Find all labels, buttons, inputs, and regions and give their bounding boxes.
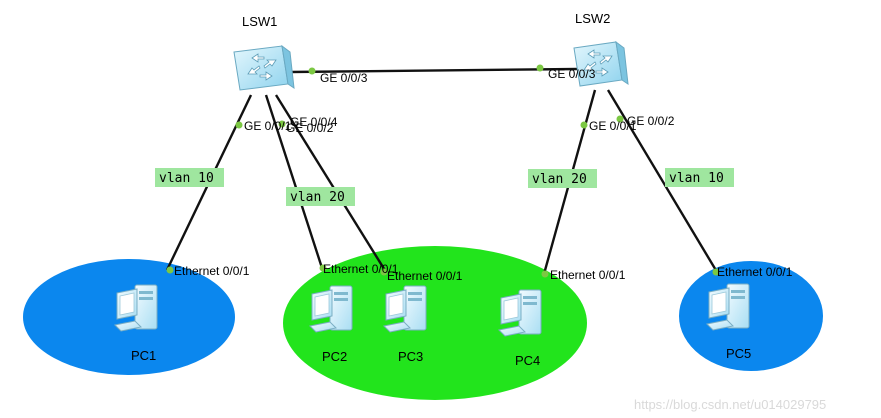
pc3-computer-icon[interactable]	[383, 285, 427, 333]
pc-label-pc2: PC2	[322, 349, 347, 364]
switch-lsw1[interactable]	[233, 44, 295, 91]
port-dot	[319, 264, 327, 272]
links	[165, 67, 719, 275]
port-label-pc2-eth: Ethernet 0/0/1	[323, 262, 399, 276]
switch-lsw2[interactable]	[573, 40, 629, 87]
pc5-zone	[679, 261, 823, 371]
port-dot	[235, 121, 243, 129]
vlan-tag-bg	[665, 168, 734, 187]
port-dot	[380, 268, 388, 276]
port-label-lsw2-ge003: GE 0/0/3	[548, 67, 596, 81]
port-label-lsw1-ge004: GE 0/0/4	[290, 115, 338, 129]
switch-arrows-icon	[583, 49, 613, 77]
port-label-lsw2-ge001: GE 0/0/1	[589, 119, 637, 133]
pc2-computer-icon[interactable]	[309, 285, 353, 333]
pc1-computer-icon[interactable]	[114, 284, 158, 332]
vlan-tag-bg	[155, 168, 224, 187]
port-dot	[166, 266, 174, 274]
port-label-lsw1-ge002: GE 0/0/2	[286, 121, 334, 135]
link-lsw1-lsw2[interactable]	[289, 67, 579, 74]
port-dot	[278, 120, 286, 128]
switch-arrows-icon	[247, 53, 277, 81]
pc-label-pc1: PC1	[131, 348, 156, 363]
link-lsw2-pc5[interactable]	[606, 89, 719, 273]
port-dot	[541, 270, 549, 278]
link-lsw1-pc2[interactable]	[264, 94, 324, 269]
port-label-pc1-eth: Ethernet 0/0/1	[174, 264, 250, 278]
port-dot	[308, 67, 316, 75]
port-dot	[580, 121, 588, 129]
vlan-tag-pc4: vlan 20	[532, 172, 587, 187]
port-label-pc5-eth: Ethernet 0/0/1	[717, 265, 793, 279]
pc5-computer-icon[interactable]	[706, 283, 750, 331]
port-label-lsw2-ge002: GE 0/0/2	[627, 114, 675, 128]
port-label-lsw1-ge003: GE 0/0/3	[320, 71, 368, 85]
port-dot	[536, 64, 544, 72]
pc2-pc3-pc4-zone	[283, 246, 587, 400]
vlan-tags: vlan 10 vlan 20 vlan 20 vlan 10	[155, 168, 734, 206]
port-dot	[712, 268, 720, 276]
switch-label-lsw1: LSW1	[242, 14, 277, 29]
port-dot	[616, 115, 624, 123]
pc-label-pc5: PC5	[726, 346, 751, 361]
pc4-computer-icon[interactable]	[498, 289, 542, 337]
vlan-tag-pc2: vlan 20	[290, 190, 345, 205]
vlan-tag-pc1: vlan 10	[159, 171, 214, 186]
pc-label-pc3: PC3	[398, 349, 423, 364]
port-dots	[166, 64, 720, 278]
vlan-tag-bg	[286, 187, 355, 206]
vlan-tag-bg	[528, 169, 597, 188]
link-lsw1-pc3[interactable]	[274, 94, 388, 273]
watermark: https://blog.csdn.net/u014029795	[634, 397, 826, 412]
port-label-pc4-eth: Ethernet 0/0/1	[550, 268, 626, 282]
vlan-tag-pc5: vlan 10	[669, 171, 724, 186]
pc-label-pc4: PC4	[515, 353, 540, 368]
port-label-lsw1-ge001: GE 0/0/1	[244, 119, 292, 133]
switch-label-lsw2: LSW2	[575, 11, 610, 26]
port-label-pc3-eth: Ethernet 0/0/1	[387, 269, 463, 283]
